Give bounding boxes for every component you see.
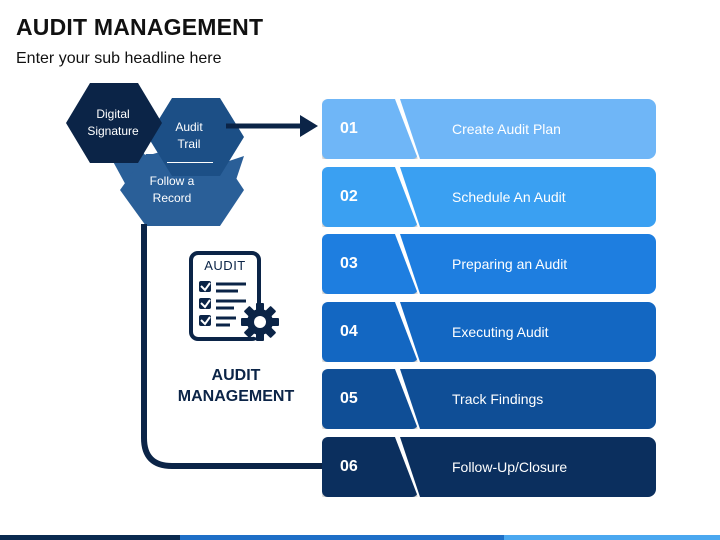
step-label: Preparing an Audit — [452, 256, 568, 272]
hexagon-top-right — [148, 98, 244, 176]
step-label-box — [400, 369, 656, 429]
arrow-head-icon — [300, 115, 318, 137]
footer-bar — [0, 535, 720, 540]
audit-checklist-gear-icon — [189, 251, 279, 341]
step-number: 01 — [340, 120, 358, 137]
page-subtitle: Enter your sub headline here — [16, 50, 222, 67]
hexagon-bottom-label: Follow a Record — [149, 174, 195, 205]
step-row: 05 Track Findings — [322, 369, 656, 429]
step-row: 01 Create Audit Plan — [322, 99, 656, 159]
step-label-box — [400, 302, 656, 362]
step-row: 04 Executing Audit — [322, 302, 656, 362]
step-number: 04 — [340, 323, 358, 340]
hexagon-divider — [167, 162, 213, 163]
connector-elbow-line — [141, 224, 324, 469]
hexagon-top-left — [66, 83, 162, 163]
step-number: 06 — [340, 458, 358, 475]
step-label-box — [400, 99, 656, 159]
step-number: 02 — [340, 188, 358, 205]
step-label: Schedule An Audit — [452, 189, 566, 205]
hexagon-top-left-label: Digital Signature — [87, 107, 139, 138]
step-label: Executing Audit — [452, 324, 549, 340]
step-label-box — [400, 437, 656, 497]
step-number: 05 — [340, 390, 358, 407]
gear-icon — [241, 303, 279, 341]
page-title: AUDIT MANAGEMENT — [16, 14, 264, 40]
step-label: Track Findings — [452, 391, 544, 407]
step-row: 02 Schedule An Audit — [322, 167, 656, 227]
hexagon-top-right-label: Audit Trail — [175, 120, 203, 151]
step-label-box — [400, 167, 656, 227]
step-label: Create Audit Plan — [452, 121, 561, 137]
step-label: Follow-Up/Closure — [452, 459, 568, 475]
step-number: 03 — [340, 255, 358, 272]
step-row: 06 Follow-Up/Closure — [322, 437, 656, 497]
icon-caption: AUDIT MANAGEMENT — [177, 367, 295, 405]
step-label-box — [400, 234, 656, 294]
step-row: 03 Preparing an Audit — [322, 234, 656, 294]
audit-document-header: AUDIT — [204, 258, 246, 273]
